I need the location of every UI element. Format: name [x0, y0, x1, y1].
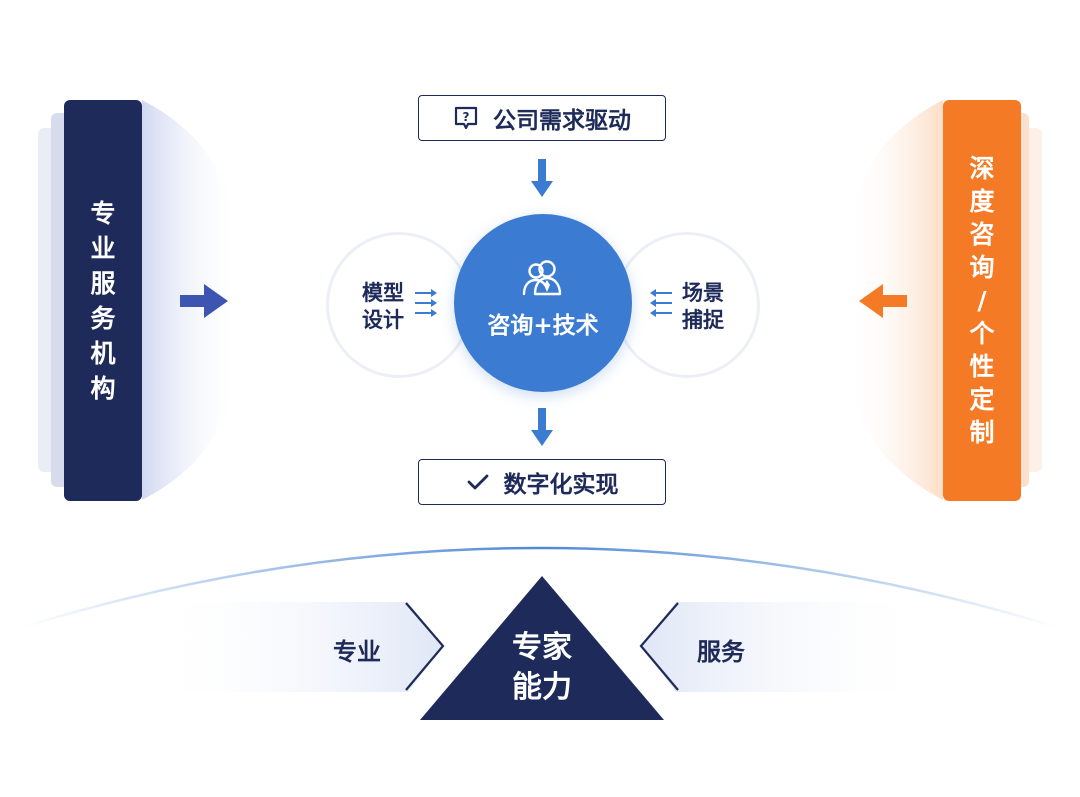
left-panel-char: 专: [90, 198, 116, 228]
right-panel-char: /: [977, 286, 987, 315]
check-icon: [466, 472, 490, 492]
left-panel-char: 机: [90, 338, 116, 368]
left-panel-text: 专 业 服 务 机 构: [90, 196, 115, 406]
right-panel-text: 深 度 咨 询 / 个 性 定 制: [969, 152, 994, 449]
right-panel-char: 询: [969, 253, 995, 282]
left-panel-char: 业: [90, 233, 116, 263]
right-panel-char: 个: [969, 319, 995, 348]
arrow-right-icon: [180, 284, 228, 318]
arrow-down-icon: [531, 159, 553, 197]
svg-text:?: ?: [463, 110, 470, 124]
right-panel-char: 度: [969, 187, 995, 216]
triangle-line2: 能力: [512, 670, 572, 705]
top-box-company-demand: ? 公司需求驱动: [418, 95, 666, 141]
right-panel-custom-consulting: 深 度 咨 询 / 个 性 定 制: [943, 100, 1021, 501]
center-circle-label: 咨询+技术: [487, 313, 599, 339]
right-panel-char: 制: [969, 418, 995, 447]
top-box-label: 公司需求驱动: [493, 108, 631, 134]
right-panel-char: 咨: [969, 220, 995, 249]
right-panel-char: 定: [969, 385, 995, 414]
right-panel-char: 深: [969, 154, 995, 183]
left-panel-char: 务: [90, 303, 116, 333]
right-panel-char: 性: [969, 352, 995, 381]
arrow-left-icon: [859, 284, 907, 318]
triangle-line1: 专家: [512, 630, 572, 665]
right-circle-line1: 场景: [682, 281, 724, 305]
triangle-label: 专家 能力: [492, 628, 592, 708]
band-right-label: 服务: [697, 638, 745, 666]
triple-arrow-left-icon: [650, 289, 672, 317]
triple-arrow-right-icon: [415, 289, 437, 317]
left-circle-line1: 模型: [362, 281, 404, 305]
arrow-down-icon: [531, 408, 553, 446]
users-icon: [522, 260, 562, 296]
expert-triangle: [420, 576, 664, 720]
bottom-box-digital-realization: 数字化实现: [418, 459, 666, 505]
center-circle: [454, 214, 632, 392]
left-circle-label: 模型 设计: [350, 280, 416, 334]
left-panel-professional-service: 专 业 服 务 机 构: [64, 100, 142, 501]
left-panel-char: 构: [90, 373, 116, 403]
bottom-box-label: 数字化实现: [503, 472, 619, 498]
left-panel-char: 服: [90, 268, 116, 298]
band-left-label: 专业: [333, 638, 381, 666]
question-chat-icon: ?: [453, 105, 479, 131]
right-circle: [614, 232, 760, 378]
left-circle-line2: 设计: [362, 308, 404, 332]
right-circle-line2: 捕捉: [682, 308, 724, 332]
right-circle-label: 场景 捕捉: [670, 280, 736, 334]
